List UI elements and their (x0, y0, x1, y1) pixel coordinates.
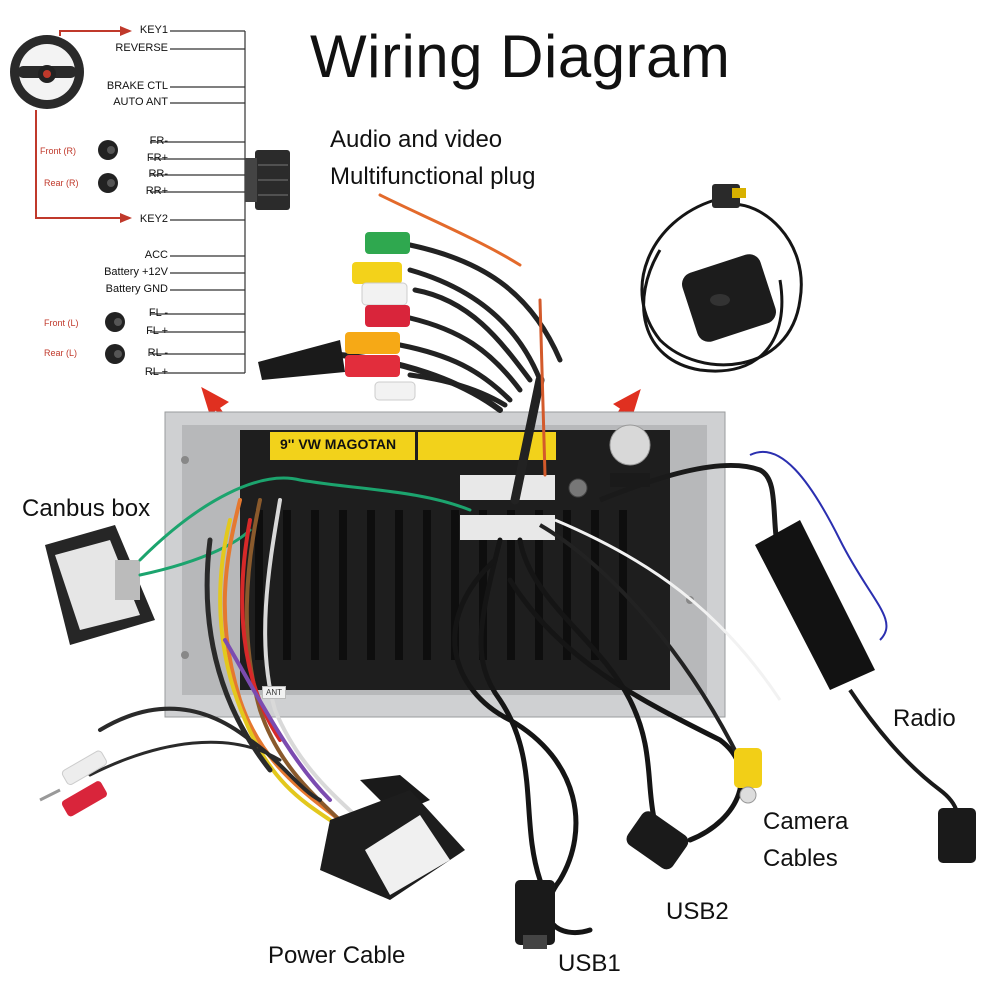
pin-label: RR+ (145, 185, 168, 197)
ant-tag: ANT (262, 686, 286, 699)
speaker-icons (98, 140, 125, 364)
camera-label-line2: Cables (763, 845, 838, 872)
av-plug-label-line2: Multifunctional plug (330, 163, 536, 190)
pin-label: FL - (148, 307, 168, 319)
pin-label: RL - (147, 347, 168, 359)
pin-label: RR- (148, 168, 168, 180)
radio-label: Radio (893, 705, 956, 732)
canbus-box (45, 525, 155, 645)
camera-label-line1: Camera (763, 808, 849, 835)
gps-antenna-icon (640, 184, 803, 373)
pin-label: RL + (144, 366, 168, 378)
radio-cable (599, 450, 976, 863)
pin-label: FR+ (146, 152, 168, 164)
steering-wheel-icon (10, 35, 84, 109)
pin-label: REVERSE (115, 42, 168, 54)
speaker-label: Front (R) (40, 146, 76, 156)
pin-label: KEY2 (139, 213, 168, 225)
power-cable-label: Power Cable (268, 942, 406, 969)
pin-label: FL + (146, 325, 168, 337)
speaker-label: Rear (R) (44, 178, 79, 188)
camera-cable (538, 518, 782, 804)
pin-label: FR- (149, 135, 168, 147)
speaker-label: Rear (L) (44, 348, 78, 358)
pin-label: ACC (144, 249, 168, 261)
power-harness-rca (39, 750, 107, 817)
usb2-label: USB2 (666, 898, 729, 925)
usb1-label: USB1 (558, 950, 621, 977)
canbus-box-label: Canbus box (22, 495, 151, 522)
iso-plug-icon (245, 150, 290, 210)
pin-label: AUTO ANT (113, 96, 168, 108)
pin-label: Battery GND (105, 283, 168, 295)
power-connector (320, 775, 465, 900)
pin-label: Battery +12V (104, 266, 168, 278)
speaker-label: Front (L) (44, 318, 79, 328)
head-unit (164, 411, 726, 718)
page-title: Wiring Diagram (310, 23, 731, 90)
usb-connectors (515, 811, 689, 949)
pin-label: KEY1 (139, 24, 168, 36)
av-plug-bundle (258, 193, 563, 505)
av-plug-label-line1: Audio and video (330, 126, 503, 153)
head-unit-model-label: 9'' VW MAGOTAN (280, 436, 397, 452)
pin-label: BRAKE CTL (106, 80, 168, 92)
